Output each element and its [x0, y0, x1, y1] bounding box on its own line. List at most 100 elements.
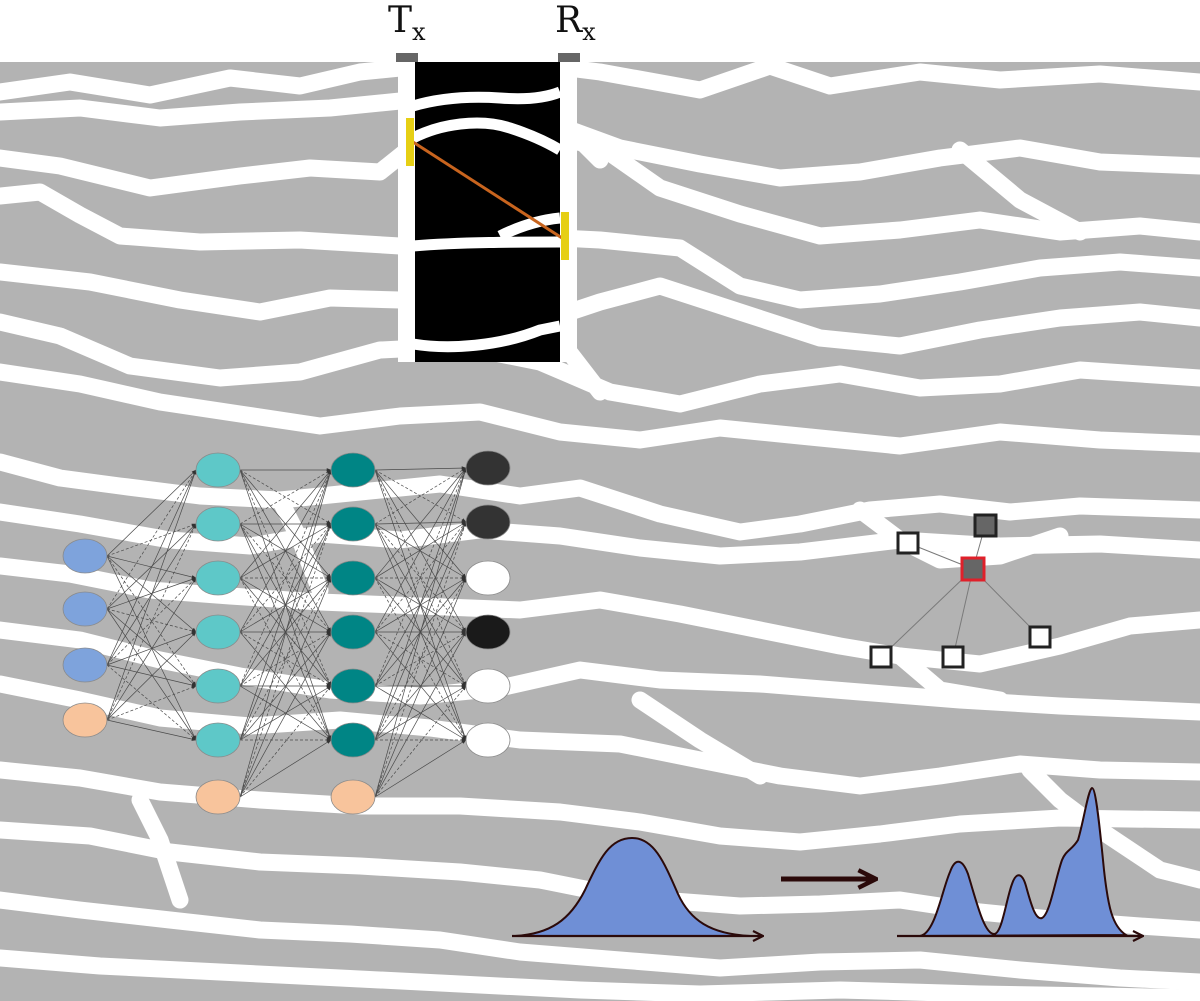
graph-edge: [880, 568, 974, 658]
network-connection: [106, 685, 197, 721]
network-connection: [106, 469, 197, 610]
input-node-blue: [62, 591, 108, 627]
network-connection: [374, 685, 467, 798]
hidden-2-node-teal: [330, 668, 376, 704]
network-connection: [239, 469, 332, 633]
network-connection: [239, 469, 332, 525]
graph-center-node: [960, 556, 986, 582]
receiver-label: Rx: [555, 0, 596, 46]
fracture-network: [0, 53, 1200, 1001]
network-connection: [239, 523, 332, 798]
receiver-cap: [558, 53, 580, 62]
network-connections: [106, 466, 467, 798]
network-connection: [374, 467, 467, 633]
network-connection: [374, 521, 467, 633]
node-graph: [869, 513, 1052, 669]
output-node-dark: [465, 450, 511, 486]
hidden-2-node-peach: [330, 779, 376, 815]
hidden-1-node-cyan: [195, 506, 241, 542]
network-connection: [239, 685, 332, 741]
prior-curve: [514, 836, 751, 937]
network-connection: [239, 469, 332, 687]
borehole-core: [413, 62, 560, 362]
network-connection: [374, 577, 467, 798]
graph-neighbor-node: [941, 645, 965, 669]
network-connection: [106, 555, 197, 741]
network-connection: [106, 577, 197, 666]
network-connection: [239, 739, 332, 798]
posterior-distribution: [897, 786, 1142, 937]
hidden-1-node-cyan: [195, 668, 241, 704]
network-connection: [106, 469, 197, 721]
network-connection: [106, 608, 197, 741]
receiver-sensor: [561, 212, 569, 260]
graph-neighbor-node-filled: [973, 513, 998, 538]
network-connection: [374, 467, 467, 525]
hidden-2-node-teal: [330, 506, 376, 542]
graph-neighbor-node: [869, 645, 893, 669]
hidden-2-node-teal: [330, 452, 376, 488]
network-connection: [374, 469, 467, 579]
network-connection: [106, 469, 197, 666]
network-connection: [106, 577, 197, 721]
hidden-2-node-teal: [330, 722, 376, 758]
network-connection: [239, 523, 332, 741]
hidden-1-node-cyan: [195, 722, 241, 758]
network-connection: [374, 521, 467, 798]
transmitter-cap: [396, 53, 418, 62]
network-connection: [106, 523, 197, 610]
network-connection: [374, 467, 467, 798]
transmitter-sensor: [406, 118, 414, 166]
core-fractures: [410, 86, 563, 353]
network-connection: [106, 664, 197, 687]
hidden-2-node-teal: [330, 560, 376, 596]
network-connection: [374, 631, 467, 741]
network-connection: [239, 469, 332, 741]
output-node-white: [465, 722, 511, 758]
posterior-curve: [919, 786, 1130, 937]
network-connection: [374, 631, 467, 798]
left-borehole-wall: [398, 62, 415, 362]
network-connection: [239, 631, 332, 798]
network-connection: [106, 577, 197, 610]
network-connection: [106, 719, 197, 741]
network-connection: [239, 469, 332, 579]
hidden-1-node-cyan: [195, 560, 241, 596]
network-nodes: [62, 450, 511, 815]
network-connection: [374, 467, 467, 579]
network-connection: [374, 521, 467, 741]
transmitter-label: Tx: [388, 0, 426, 46]
output-node-dark: [465, 504, 511, 540]
input-node-peach: [62, 702, 108, 738]
hidden-2-node-teal: [330, 614, 376, 650]
neural-network: [62, 450, 511, 815]
network-connection: [374, 467, 467, 741]
graph-edge: [952, 568, 974, 658]
hidden-1-node-cyan: [195, 452, 241, 488]
network-connection: [106, 631, 197, 721]
network-connection: [106, 469, 197, 557]
prior-distribution: [512, 836, 762, 937]
network-connection: [239, 577, 332, 798]
hidden-1-node-peach: [195, 779, 241, 815]
network-connection: [374, 467, 467, 687]
network-connection: [239, 577, 332, 741]
network-connection: [374, 523, 467, 579]
network-connection: [106, 555, 197, 687]
network-connection: [374, 466, 467, 471]
input-node-blue: [62, 647, 108, 683]
output-node-white: [465, 560, 511, 596]
borehole-section: [396, 53, 580, 362]
input-node-blue: [62, 538, 108, 574]
network-connection: [239, 631, 332, 741]
network-connection: [239, 685, 332, 798]
network-connection: [106, 664, 197, 741]
network-connection: [106, 608, 197, 687]
output-node-white: [465, 668, 511, 704]
network-connection: [106, 608, 197, 633]
network-connection: [374, 739, 467, 798]
ray-path: [412, 140, 563, 240]
network-connection: [239, 469, 332, 798]
graph-neighbor-node: [896, 531, 920, 555]
